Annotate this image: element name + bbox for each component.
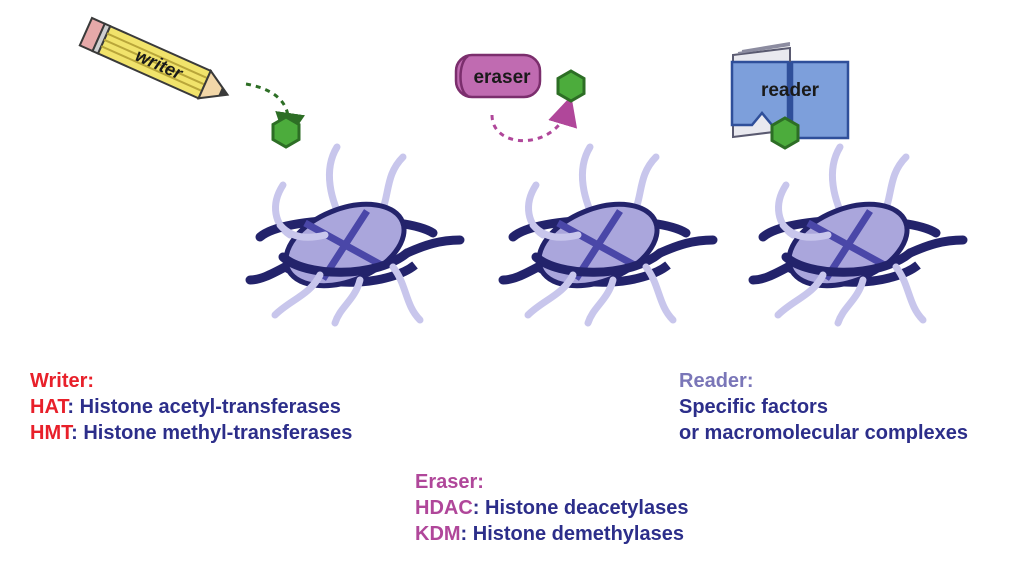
diagram-canvas: writer eraser reader <box>78 16 1030 340</box>
reader-line-2: or macromolecular complexes <box>679 422 969 444</box>
reader-caption: Reader: Specific factors or macromolecul… <box>679 368 968 446</box>
eraser-line-kdm: KDM: Histone demethylases <box>415 521 688 547</box>
reader-line-1: Specific factors <box>679 396 828 418</box>
writer-line-hat: HAT: Histone acetyl-transferases <box>30 394 352 420</box>
eraser-tool-label: eraser <box>473 67 531 88</box>
writer-mark-icon <box>271 115 301 149</box>
hmt-abbr: HMT <box>30 422 72 444</box>
kdm-text: : Histone demethylases <box>460 523 684 545</box>
nucleosome-writer <box>250 147 460 323</box>
nucleosome-reader <box>753 147 963 323</box>
eraser-icon: eraser <box>454 53 542 99</box>
eraser-heading: Eraser: <box>415 471 484 493</box>
reader-mark-icon <box>770 116 800 150</box>
hdac-text: : Histone deacetylases <box>472 497 689 519</box>
hat-text: : Histone acetyl-transferases <box>67 396 341 418</box>
eraser-mark-icon <box>556 69 586 103</box>
hat-abbr: HAT <box>30 396 68 418</box>
eraser-panel: eraser <box>454 53 713 323</box>
hmt-text: : Histone methyl-transferases <box>71 422 353 444</box>
pencil-icon: writer <box>78 16 230 100</box>
eraser-line-hdac: HDAC: Histone deacetylases <box>415 495 688 521</box>
writer-panel: writer <box>78 16 460 323</box>
nucleosome-eraser <box>503 147 713 323</box>
reader-heading: Reader: <box>679 370 754 392</box>
eraser-caption: Eraser: HDAC: Histone deacetylases KDM: … <box>415 469 688 547</box>
writer-line-hmt: HMT: Histone methyl-transferases <box>30 420 352 446</box>
hdac-abbr: HDAC <box>415 497 473 519</box>
reader-tool-label: reader <box>761 80 820 101</box>
kdm-abbr: KDM <box>415 523 461 545</box>
reader-panel: reader <box>730 42 963 323</box>
writer-heading: Writer: <box>30 370 95 392</box>
eraser-arrow <box>490 95 578 143</box>
book-icon: reader <box>730 42 850 140</box>
writer-caption: Writer: HAT: Histone acetyl-transferases… <box>30 368 352 446</box>
